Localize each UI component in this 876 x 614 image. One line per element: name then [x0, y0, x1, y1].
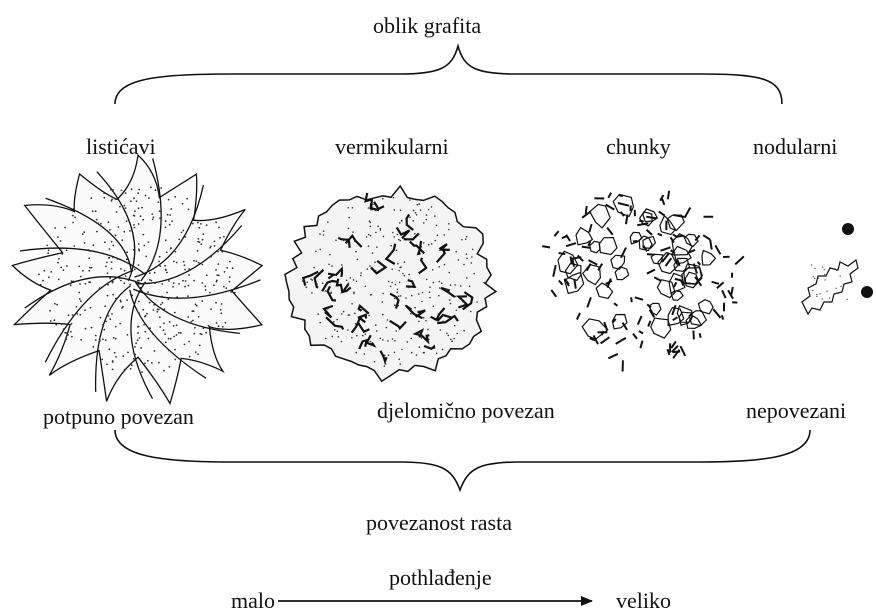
connectivity-full-label: potpuno povezan	[43, 406, 194, 428]
bottom-caption: povezanost rasta	[366, 512, 512, 534]
flake-graphite-shape	[12, 155, 262, 403]
undercooling-high-label: veliko	[616, 590, 671, 612]
shape-label-flake: listićavi	[86, 136, 156, 158]
shape-label-nodular: nodularni	[753, 136, 837, 158]
nodule-dot-upper	[842, 223, 854, 235]
shape-label-chunky: chunky	[606, 136, 671, 158]
shape-label-vermicular: vermikularni	[335, 136, 449, 158]
nodule-dot-lower	[861, 286, 873, 298]
nodular-graphite-shape	[802, 223, 873, 314]
chunky-graphite-shape	[542, 191, 744, 372]
undercooling-title: pothlađenje	[389, 567, 492, 589]
bottom-brace	[115, 430, 810, 490]
undercooling-low-label: malo	[231, 590, 275, 612]
top-caption: oblik grafita	[373, 15, 481, 37]
connectivity-none-label: nepovezani	[746, 400, 846, 422]
top-brace	[115, 46, 782, 104]
connectivity-partial-label: djelomično povezan	[377, 400, 555, 422]
vermicular-graphite-shape	[285, 186, 496, 381]
